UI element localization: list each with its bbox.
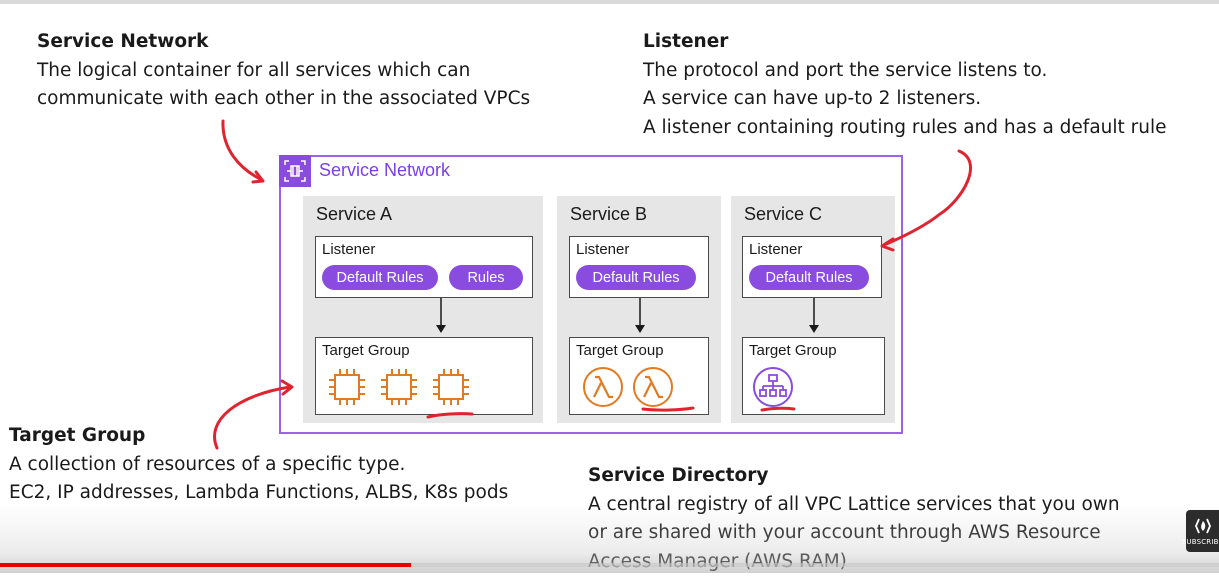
service-network-icon bbox=[279, 155, 311, 187]
rules-pill: Rules bbox=[449, 265, 523, 290]
note-line: EC2, IP addresses, Lambda Functions, ALB… bbox=[9, 479, 508, 508]
note-line: A collection of resources of a specific … bbox=[9, 451, 508, 480]
target-group-label: Target Group bbox=[322, 342, 410, 359]
listener-note: Listener The protocol and port the servi… bbox=[643, 28, 1167, 142]
service-b-panel: Service B Listener Default Rules Target … bbox=[557, 196, 721, 423]
note-line: Access Manager (AWS RAM) bbox=[588, 548, 1120, 576]
listener-box: Listener Default Rules bbox=[569, 236, 709, 298]
note-line: A service can have up-to 2 listeners. bbox=[643, 85, 1167, 114]
listener-label: Listener bbox=[322, 241, 375, 258]
target-group-box: Target Group bbox=[315, 337, 533, 415]
service-title: Service C bbox=[744, 204, 822, 225]
default-rules-pill: Default Rules bbox=[749, 265, 869, 290]
service-directory-note: Service Directory A central registry of … bbox=[588, 462, 1120, 576]
video-progress-fill[interactable] bbox=[0, 563, 411, 567]
flow-arrow bbox=[434, 298, 448, 334]
service-network-note: Service Network The logical container fo… bbox=[37, 28, 530, 114]
listener-box: Listener Default Rules Rules bbox=[315, 236, 533, 298]
top-bar bbox=[0, 0, 1219, 4]
note-line: A listener containing routing rules and … bbox=[643, 114, 1167, 143]
ec2-chip-icon bbox=[379, 367, 419, 407]
target-group-box: Target Group bbox=[569, 337, 709, 415]
note-line: The protocol and port the service listen… bbox=[643, 57, 1167, 86]
note-line: or are shared with your account through … bbox=[588, 519, 1120, 548]
subscribe-button[interactable]: SUBSCRIBE bbox=[1186, 510, 1219, 552]
channel-logo-icon bbox=[1193, 516, 1213, 536]
target-group-note: Target Group A collection of resources o… bbox=[9, 422, 508, 508]
default-rules-pill: Default Rules bbox=[322, 265, 438, 290]
flow-arrow bbox=[807, 298, 821, 334]
service-network-title: Service Network bbox=[319, 160, 450, 181]
service-a-panel: Service A Listener Default Rules Rules T… bbox=[303, 196, 543, 423]
load-balancer-icon bbox=[752, 366, 794, 408]
listener-box: Listener Default Rules bbox=[742, 236, 882, 298]
flow-arrow bbox=[633, 298, 647, 334]
service-network-pointer-arrow bbox=[223, 121, 262, 180]
ec2-chip-icon bbox=[431, 367, 471, 407]
subscribe-label: SUBSCRIBE bbox=[1182, 538, 1219, 546]
note-heading: Listener bbox=[643, 28, 1167, 57]
service-title: Service A bbox=[316, 204, 392, 225]
ec2-chip-icon bbox=[327, 367, 367, 407]
note-heading: Service Directory bbox=[588, 462, 1120, 491]
target-group-box: Target Group bbox=[742, 337, 885, 415]
note-heading: Service Network bbox=[37, 28, 530, 57]
listener-label: Listener bbox=[749, 241, 802, 258]
lambda-icon bbox=[582, 366, 624, 408]
target-group-label: Target Group bbox=[576, 342, 664, 359]
service-c-panel: Service C Listener Default Rules Target … bbox=[731, 196, 895, 423]
note-line: communicate with each other in the assoc… bbox=[37, 85, 530, 114]
listener-label: Listener bbox=[576, 241, 629, 258]
note-line: The logical container for all services w… bbox=[37, 57, 530, 86]
target-group-label: Target Group bbox=[749, 342, 837, 359]
note-line: A central registry of all VPC Lattice se… bbox=[588, 491, 1120, 520]
lambda-icon bbox=[632, 366, 674, 408]
service-title: Service B bbox=[570, 204, 647, 225]
default-rules-pill: Default Rules bbox=[576, 265, 696, 290]
